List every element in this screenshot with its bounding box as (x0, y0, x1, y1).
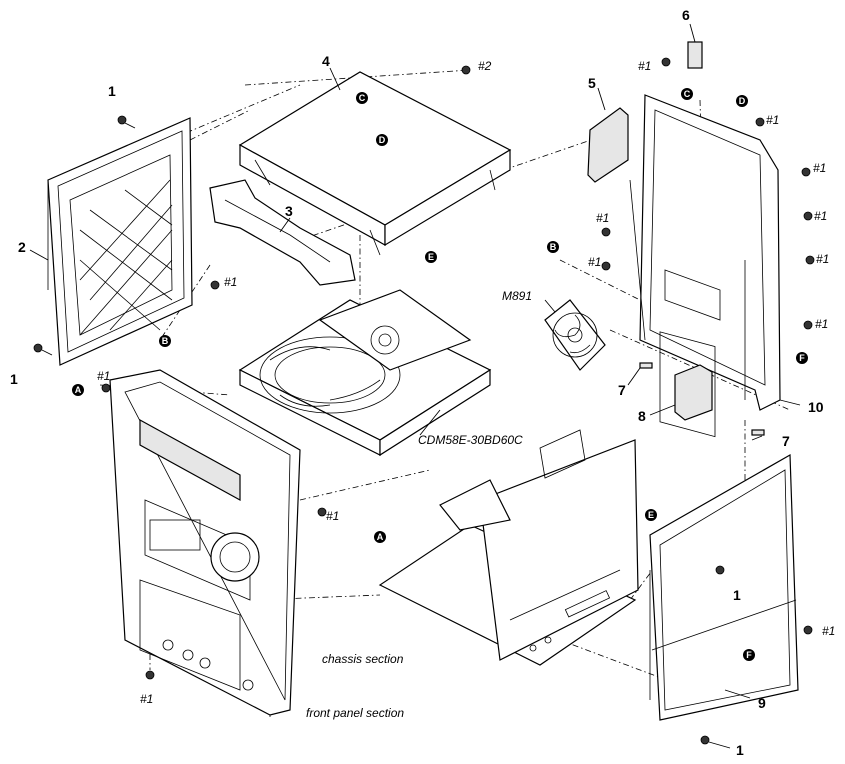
captions: M891 CDM58E-30BD60C chassis section fron… (306, 289, 532, 720)
screw-icon (755, 117, 765, 127)
screws (33, 57, 815, 749)
label-part-1: 1 (733, 587, 741, 603)
right-side-panel (649, 453, 799, 721)
screw-ref: #1 (816, 252, 829, 266)
screw-ref: #1 (638, 59, 651, 73)
label-part-4: 4 (322, 53, 330, 69)
screw-icon (317, 507, 327, 517)
label-part-10: 10 (808, 399, 824, 415)
label-part-5: 5 (588, 75, 596, 91)
svg-text:A: A (75, 385, 82, 395)
label-part-6: 6 (682, 7, 690, 23)
screw-icon (700, 735, 731, 749)
screw-icon (803, 320, 813, 330)
screw-icon (210, 280, 220, 290)
cd-mechanism (238, 289, 492, 457)
screw-ref: #1 (588, 255, 601, 269)
screw-ref: #1 (815, 317, 828, 331)
marker-b: B (159, 335, 171, 347)
screw-ref: #1 (766, 113, 779, 127)
screw-icon (461, 65, 471, 75)
svg-text:C: C (359, 93, 366, 103)
marker-a: A (374, 531, 386, 543)
screw-ref: #1 (596, 211, 609, 225)
screw-ref: #1 (326, 509, 339, 523)
svg-text:B: B (162, 336, 169, 346)
part-labels: 1 1 1 1 2 3 4 5 6 7 7 8 9 10 (10, 7, 824, 758)
bracket (209, 179, 356, 286)
svg-text:D: D (379, 135, 386, 145)
svg-text:E: E (428, 252, 434, 262)
marker-a: A (72, 384, 84, 396)
svg-text:E: E (648, 510, 654, 520)
marker-f: F (743, 649, 755, 661)
marker-e: E (645, 509, 657, 521)
label-part-7: 7 (782, 433, 790, 449)
screw-icon (117, 115, 136, 129)
svg-text:F: F (746, 650, 752, 660)
marker-c: C (681, 88, 693, 100)
fan-m891 (544, 299, 606, 371)
marker-b: B (547, 241, 559, 253)
marker-d: D (376, 134, 388, 146)
marker-d: D (736, 95, 748, 107)
screw-icon (801, 167, 811, 177)
label-part-2: 2 (18, 239, 26, 255)
screw-icon (803, 211, 813, 221)
screw-ref: #1 (813, 161, 826, 175)
screw-icon (101, 383, 111, 393)
svg-text:C: C (684, 89, 691, 99)
screw-ref: #1 (822, 624, 835, 638)
label-part-3: 3 (285, 203, 293, 219)
fan-label: M891 (502, 289, 532, 303)
marker-e: E (425, 251, 437, 263)
top-cover (238, 71, 512, 256)
markers: A A B B C C D D E E F F (72, 88, 808, 661)
label-part-1: 1 (10, 371, 18, 387)
screw-icon (715, 565, 725, 575)
screw-ref: #1 (97, 369, 110, 383)
front-panel-section (109, 369, 301, 716)
part-5-cover (587, 107, 629, 183)
label-part-1: 1 (736, 742, 744, 758)
label-part-8: 8 (638, 408, 646, 424)
part-6-bracket (687, 41, 703, 69)
leader-lines (29, 23, 801, 699)
cd-mechanism-label: CDM58E-30BD60C (418, 433, 523, 447)
part-7-tabs (639, 362, 765, 436)
part-8-block (674, 364, 713, 421)
svg-text:B: B (550, 242, 557, 252)
label-part-9: 9 (758, 695, 766, 711)
label-part-1: 1 (108, 83, 116, 99)
svg-text:D: D (739, 96, 746, 106)
screw-ref: #1 (224, 275, 237, 289)
svg-text:F: F (799, 353, 805, 363)
left-side-panel (47, 117, 193, 366)
screw-icon (805, 255, 815, 265)
back-panel (629, 94, 781, 438)
screw-icon (803, 625, 813, 635)
screw-refs: #2 #1 #1 #1 #1 #1 #1 #1 #1 #1 #1 #1 #1 #… (97, 59, 835, 706)
screw-icon (33, 343, 53, 356)
label-part-7: 7 (618, 382, 626, 398)
svg-text:A: A (377, 532, 384, 542)
screw-ref: #1 (814, 209, 827, 223)
screw-ref: #2 (478, 59, 492, 73)
screw-icon (601, 227, 611, 237)
front-panel-section-label: front panel section (306, 706, 404, 720)
screw-ref: #1 (140, 692, 153, 706)
marker-f: F (796, 352, 808, 364)
chassis-section-label: chassis section (322, 652, 404, 666)
marker-c: C (356, 92, 368, 104)
screw-icon (145, 670, 155, 680)
chassis-section (378, 429, 639, 666)
screw-icon (661, 57, 671, 67)
screw-icon (601, 261, 611, 271)
